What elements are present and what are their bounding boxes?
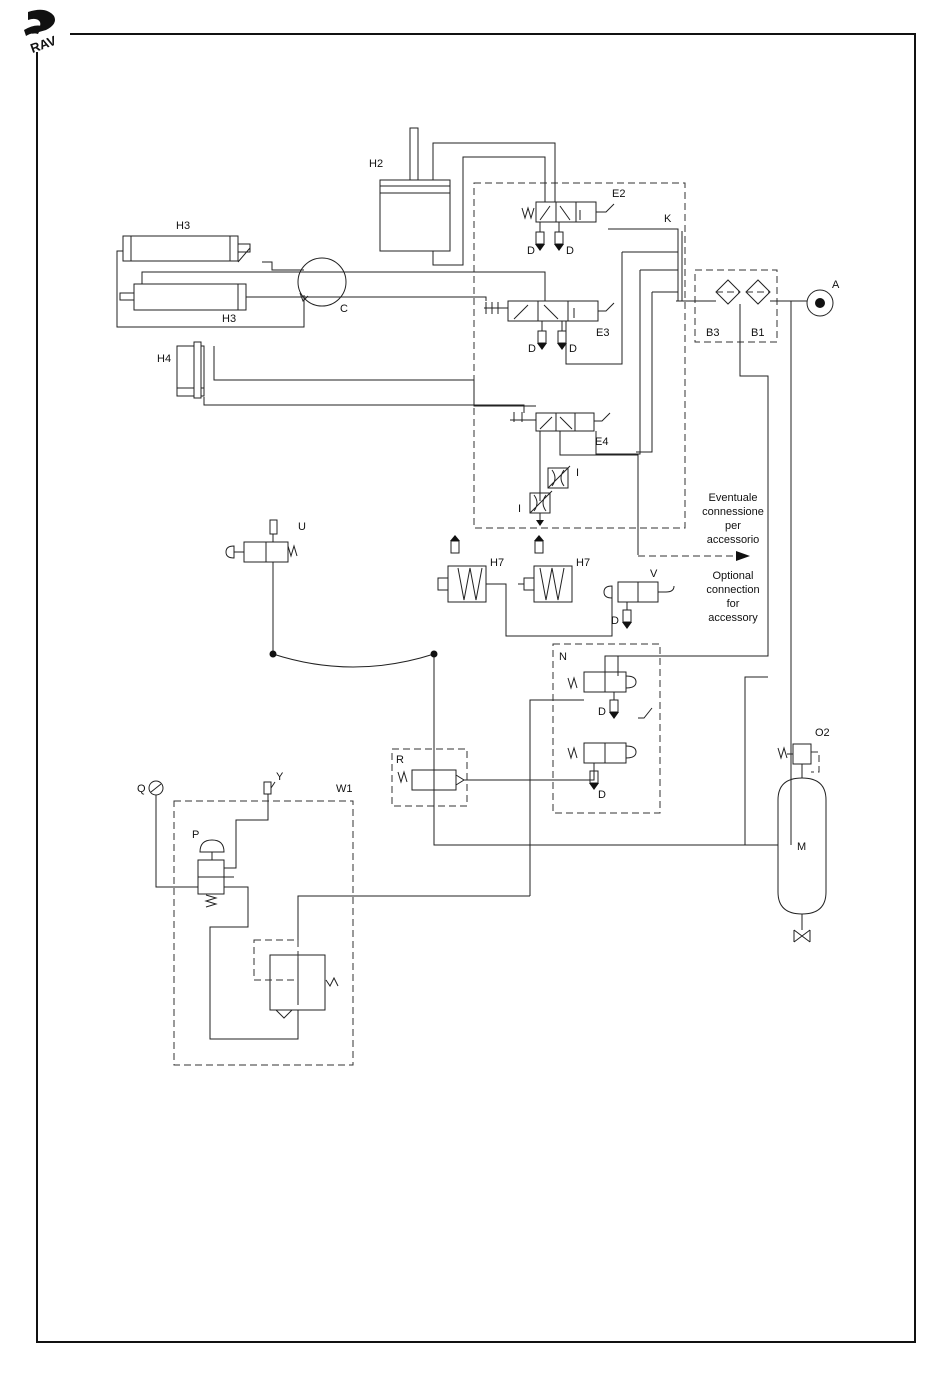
safety-valve-o2 (778, 744, 819, 778)
label-d-v: D (611, 615, 619, 627)
label-b3: B3 (706, 327, 719, 339)
note-en-2: connection (706, 584, 759, 596)
label-i-upper: I (576, 467, 579, 479)
cylinder-h3-bottom (120, 284, 246, 310)
valve-e2 (522, 202, 614, 222)
page-border (37, 34, 915, 1342)
valve-n-lower (568, 743, 636, 790)
label-y: Y (276, 771, 284, 783)
note-it-3: per (725, 520, 741, 532)
accessory-note-it: Eventuale connessione per accessorio (702, 492, 764, 546)
label-e2: E2 (612, 188, 625, 200)
label-u: U (298, 521, 306, 533)
valve-p (198, 840, 224, 907)
label-r: R (396, 754, 404, 766)
label-m: M (797, 841, 806, 853)
label-q: Q (137, 783, 146, 795)
label-d-n1: D (598, 706, 606, 718)
air-source-a (807, 290, 833, 316)
label-p: P (192, 829, 199, 841)
note-en-4: accessory (708, 612, 758, 624)
lever-n (638, 708, 652, 718)
cylinder-h2 (380, 128, 450, 251)
valve-e4 (510, 412, 610, 431)
label-h4: H4 (157, 353, 171, 365)
label-d-e3b: D (569, 343, 577, 355)
throttle-i-upper (548, 466, 570, 488)
label-a: A (832, 279, 840, 291)
note-en-1: Optional (713, 570, 754, 582)
valve-n-frame (553, 644, 660, 813)
note-it-1: Eventuale (709, 492, 758, 504)
cylinder-h4 (177, 342, 204, 398)
label-i-lower: I (518, 503, 521, 515)
tank-m (778, 778, 826, 942)
label-b1: B1 (751, 327, 764, 339)
sensor-y (264, 782, 275, 794)
filter-b1 (746, 280, 770, 304)
unit-w1-frame (174, 801, 353, 1065)
accessory-note-en: Optional connection for accessory (706, 570, 759, 624)
label-h3-top: H3 (176, 220, 190, 232)
label-k: K (664, 213, 672, 225)
circuit-c (298, 258, 346, 306)
regulator-unit (254, 940, 338, 1018)
rav-logo: RAV (18, 8, 70, 56)
label-h7-left: H7 (490, 557, 504, 569)
label-v: V (650, 568, 658, 580)
note-it-4: accessorio (707, 534, 760, 546)
valve-u (226, 520, 297, 562)
cylinder-h3-top (123, 236, 250, 261)
note-it-2: connessione (702, 506, 764, 518)
label-w1: W1 (336, 783, 353, 795)
label-h3-bottom: H3 (222, 313, 236, 325)
label-h2: H2 (369, 158, 383, 170)
label-o2: O2 (815, 727, 830, 739)
label-d-e3a: D (528, 343, 536, 355)
note-en-3: for (727, 598, 740, 610)
drain-e3 (537, 321, 567, 350)
label-e3: E3 (596, 327, 609, 339)
throttle-i-lower (530, 491, 552, 513)
cylinder-h7-left (438, 535, 486, 602)
filter-b3 (716, 280, 740, 304)
label-d-e2a: D (527, 245, 535, 257)
gauge-q (149, 781, 163, 795)
label-d-e2b: D (566, 245, 574, 257)
label-e4: E4 (595, 436, 608, 448)
label-n: N (559, 651, 567, 663)
valve-group-frame (474, 183, 685, 528)
label-c: C (340, 303, 348, 315)
label-h7-right: H7 (576, 557, 590, 569)
drain-e2 (535, 222, 564, 251)
accessory-arrow (638, 551, 750, 561)
valve-e3 (484, 301, 614, 321)
label-d-n2: D (598, 789, 606, 801)
valve-r (398, 770, 464, 790)
cylinder-h7-right (524, 535, 572, 602)
